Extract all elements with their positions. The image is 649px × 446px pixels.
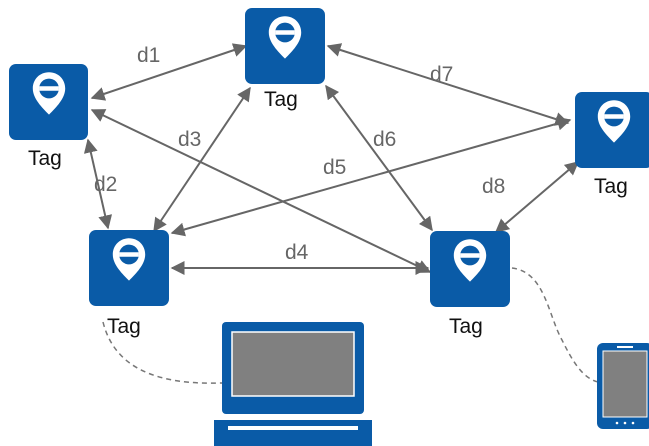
device-links	[102, 267, 599, 384]
laptop-hinge	[222, 414, 364, 420]
laptop-base	[214, 420, 372, 446]
phone-button-dot	[615, 421, 619, 425]
edge-left-to-bottom-right-arrow	[90, 109, 432, 273]
edge-label-d7: d7	[430, 63, 453, 86]
tag-label: Tag	[264, 88, 298, 111]
edge-label-d2: d2	[94, 173, 117, 196]
edge-label-d4: d4	[285, 241, 309, 264]
distance-arrows	[83, 43, 580, 275]
edge-label-d6: d6	[373, 128, 396, 151]
edge-label-d3: d3	[178, 128, 201, 151]
tag-node-left: Tag	[9, 64, 88, 170]
edge-label-d1: d1	[137, 44, 160, 67]
tag-to-phone-link	[511, 267, 599, 383]
laptop-icon	[214, 322, 372, 446]
phone-speaker	[617, 346, 633, 348]
laptop-keyboard-strip	[228, 426, 358, 430]
edge-label-d8: d8	[482, 175, 505, 198]
phone-button-dot	[623, 421, 627, 425]
tag-label: Tag	[449, 315, 483, 338]
edge-d3-arrow	[153, 86, 251, 233]
edge-d8-arrow	[494, 161, 580, 233]
tag-label: Tag	[107, 315, 141, 338]
tag-node-bottom-left: Tag	[89, 230, 169, 338]
laptop-screen	[231, 331, 355, 397]
smartphone-icon	[597, 343, 649, 429]
tag-node-right: Tag	[575, 92, 649, 198]
tag-node-bottom-right: Tag	[430, 231, 510, 338]
tag-node-top: Tag	[245, 8, 325, 111]
phone-screen	[602, 350, 648, 418]
tag-label: Tag	[28, 147, 62, 170]
edge-d1-arrow	[90, 43, 248, 101]
tag-label: Tag	[594, 175, 628, 198]
tag-to-laptop-link	[102, 321, 223, 384]
edge-label-d5: d5	[323, 156, 346, 179]
phone-button-dot	[631, 421, 635, 425]
distance-labels: d1 d2 d3 d4 d5 d6 d7 d8	[94, 44, 505, 264]
edge-d7-arrow	[326, 43, 570, 126]
